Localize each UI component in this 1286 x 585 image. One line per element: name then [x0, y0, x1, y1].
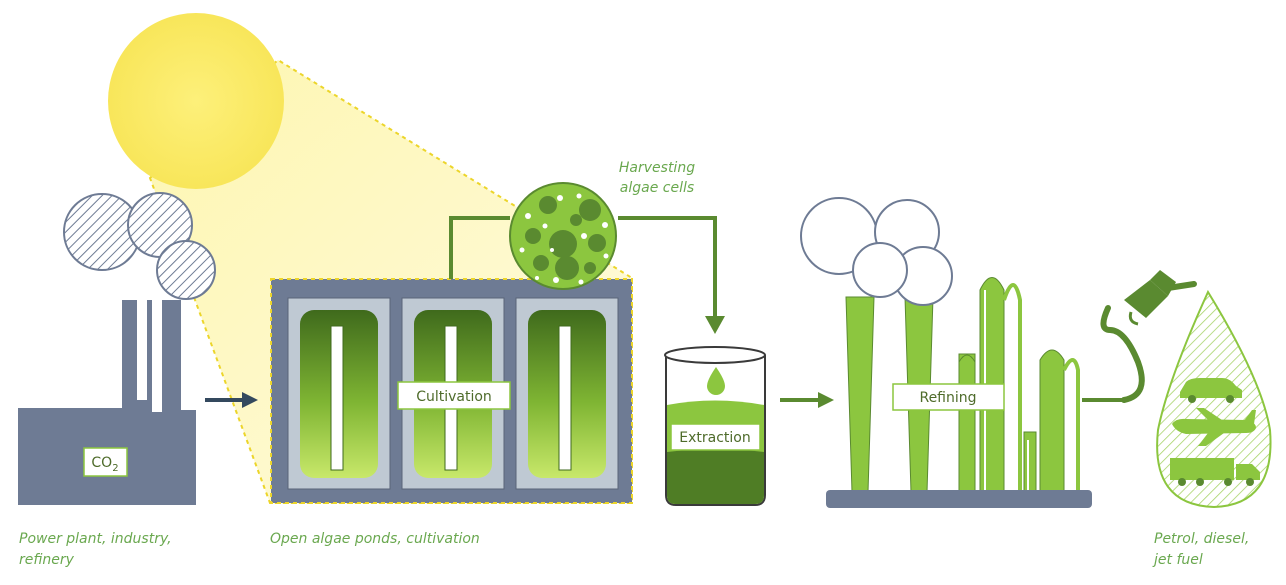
cultivation-caption: Open algae ponds, cultivation: [270, 531, 480, 547]
extraction-beaker: Extraction: [664, 346, 766, 506]
harvesting-caption-1: Harvesting: [619, 160, 695, 176]
co2-box: [83, 447, 128, 477]
extraction-label: Extraction: [679, 430, 750, 446]
fuel-nozzle-icon: [1100, 270, 1197, 403]
harvesting-caption-2: algae cells: [620, 180, 694, 196]
chimney-slot-2: [152, 300, 162, 412]
refining-label: Refining: [919, 390, 976, 406]
truck-icon: [1170, 458, 1260, 486]
power-plant: CO2: [18, 192, 216, 505]
svg-text:CO2: CO2: [91, 455, 118, 474]
fuel-caption-1: Petrol, diesel,: [1154, 531, 1249, 547]
car-icon: [1180, 378, 1242, 403]
smoke-cloud-icon: [800, 197, 953, 306]
smoke-cloud-icon: [63, 192, 216, 300]
source-caption-1: Power plant, industry,: [19, 531, 172, 547]
fuel-caption-2: jet fuel: [1152, 552, 1203, 568]
harvest-pipe: [449, 216, 725, 334]
chimney-slot-1: [137, 300, 147, 400]
refining-box: [892, 383, 1005, 411]
arrow-to-cultivation: [205, 392, 258, 408]
fuel-drop: [1156, 289, 1272, 509]
algae-ponds: Cultivation: [270, 278, 633, 504]
co2-subscript: 2: [112, 463, 118, 474]
source-caption-2: refinery: [19, 552, 75, 568]
refinery: Refining: [800, 197, 1092, 508]
extraction-box: [670, 423, 761, 451]
co2-label: CO: [91, 455, 112, 471]
cultivation-label: Cultivation: [416, 389, 492, 405]
oil-drop-icon: [707, 367, 725, 395]
algae-cells-icon: [509, 182, 617, 290]
arrow-to-refining: [780, 392, 834, 408]
sun-icon: [108, 13, 284, 189]
cultivation-box: [397, 381, 511, 410]
airplane-icon: [1172, 408, 1256, 446]
